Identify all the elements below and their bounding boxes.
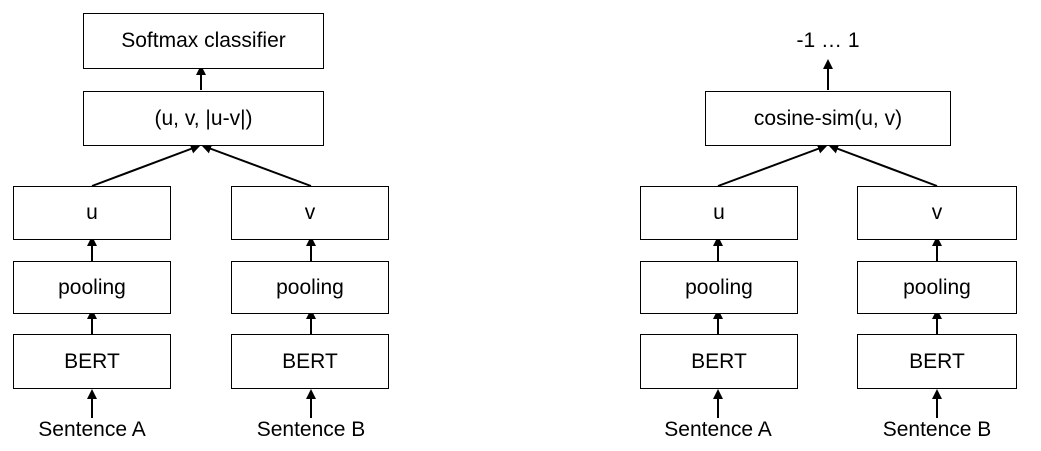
left-v-box: v	[231, 186, 389, 240]
right-v-box: v	[857, 186, 1017, 240]
arrow-left-u-to-concat	[91, 144, 201, 187]
concat-uv-box: (u, v, |u-v|)	[83, 91, 324, 146]
right-pooling-a-box: pooling	[640, 261, 798, 314]
left-pooling-b-box: pooling	[231, 261, 389, 314]
right-pooling-b-box: pooling	[857, 261, 1017, 314]
right-sentence-b-label: Sentence B	[882, 418, 992, 441]
left-pooling-a-box: pooling	[13, 261, 171, 314]
arrow-left-v-to-concat	[201, 144, 312, 187]
left-sentence-b-label: Sentence B	[256, 418, 366, 441]
left-u-box: u	[13, 186, 171, 240]
cosine-sim-box: cosine-sim(u, v)	[705, 91, 951, 146]
left-sentence-a-label: Sentence A	[38, 418, 146, 441]
cosine-output-range-label: -1 … 1	[796, 29, 860, 52]
left-bert-a-box: BERT	[13, 334, 171, 389]
softmax-classifier-box: Softmax classifier	[83, 13, 324, 69]
right-sentence-a-label: Sentence A	[664, 418, 772, 441]
arrow-right-v-to-cosine	[828, 144, 938, 187]
right-u-box: u	[640, 186, 798, 240]
right-bert-b-box: BERT	[857, 334, 1017, 389]
right-bert-a-box: BERT	[640, 334, 798, 389]
left-bert-b-box: BERT	[231, 334, 389, 389]
arrow-right-u-to-cosine	[717, 144, 828, 187]
